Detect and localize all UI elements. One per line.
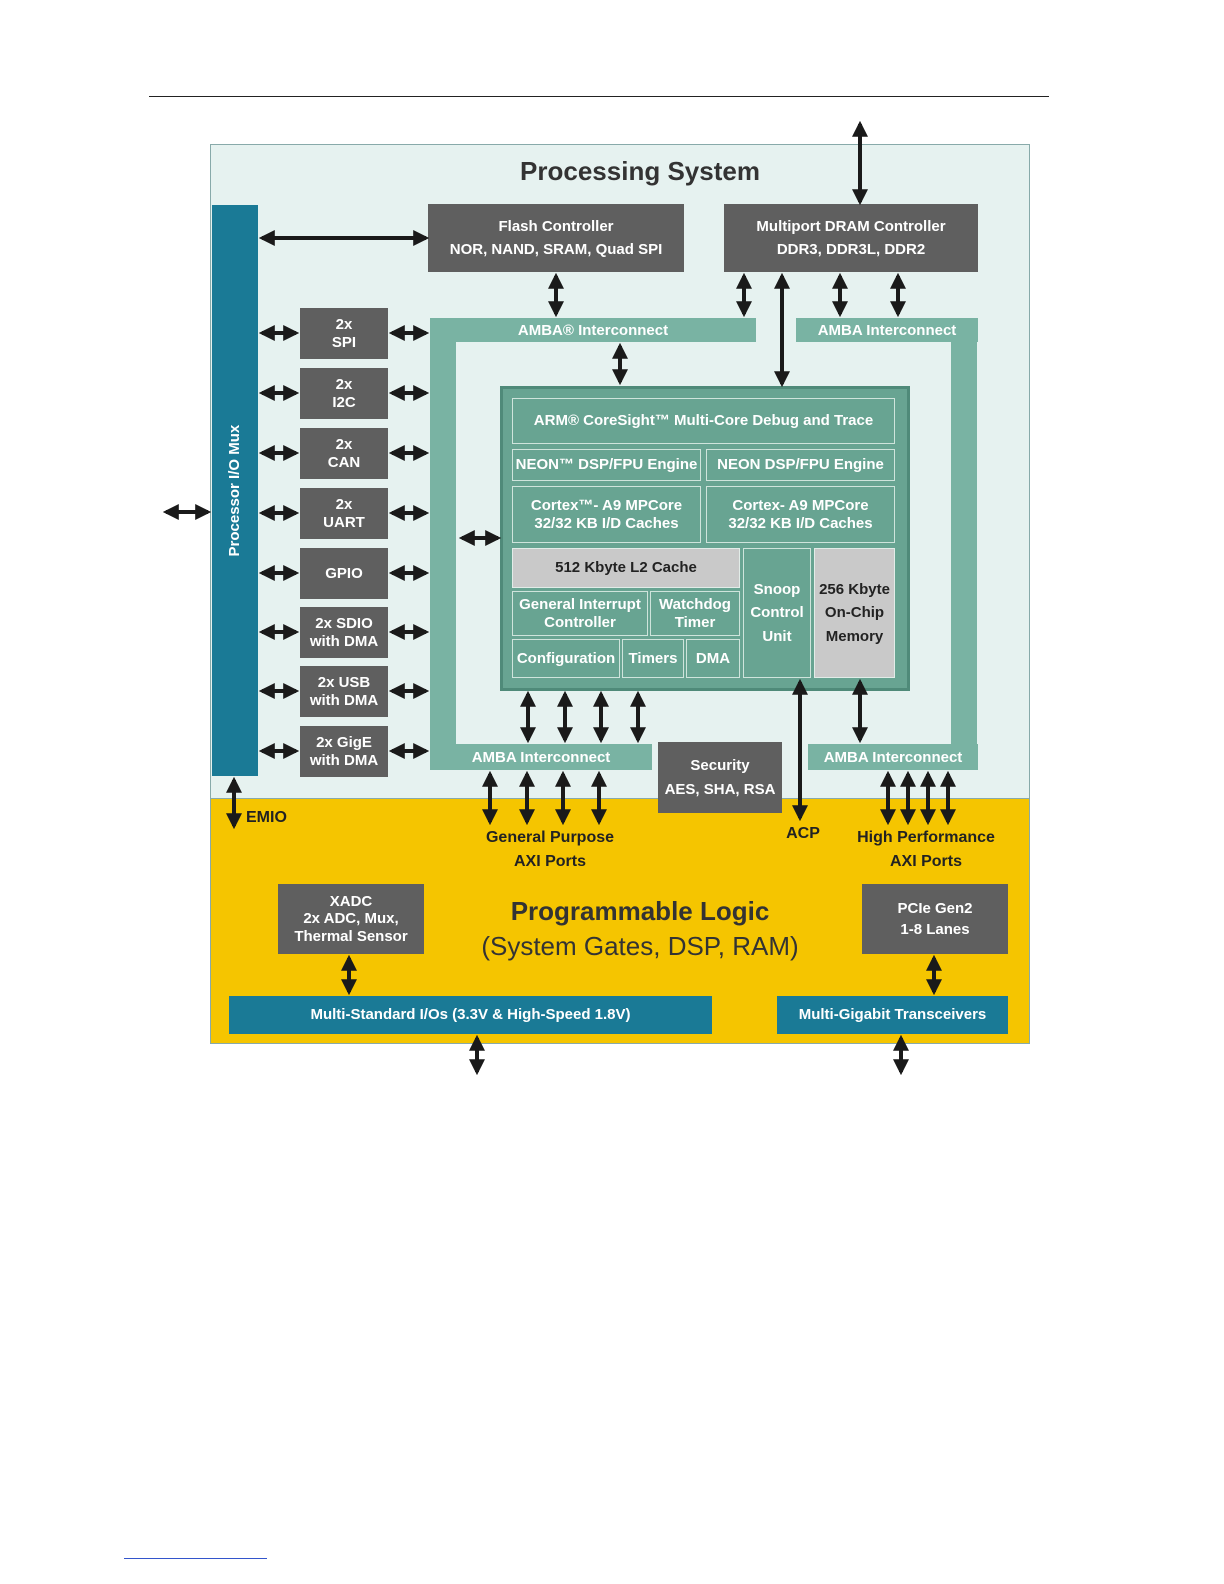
peripheral-name: 2x SDIO [315, 615, 373, 633]
amba-interconnect-top-right: AMBA Interconnect [796, 318, 978, 342]
flash-controller-types: NOR, NAND, SRAM, Quad SPI [449, 241, 663, 258]
peripheral-name: I2C [332, 393, 356, 411]
security-block: Security AES, SHA, RSA [658, 742, 782, 813]
security-algorithms: AES, SHA, RSA [664, 780, 776, 798]
peripheral-name: 2x USB [317, 674, 371, 692]
amba-interconnect-bottom-right: AMBA Interconnect [808, 744, 978, 770]
cortex-a9-left: Cortex™- A9 MPCore 32/32 KB I/D Caches [512, 486, 701, 543]
snoop-control-unit: Snoop Control Unit [743, 548, 811, 678]
pcie-line: PCIe Gen2 [897, 899, 973, 917]
high-performance-axi-label: High Performance AXI Ports [848, 826, 1004, 874]
scu-line: Snoop [753, 581, 801, 599]
general-interrupt-controller: General Interrupt Controller [512, 591, 648, 636]
cortex-core-name: Cortex™- A9 MPCore [530, 497, 683, 515]
configuration: Configuration [512, 639, 620, 678]
cortex-core-caches: 32/32 KB I/D Caches [728, 514, 873, 532]
ocm-line: Memory [825, 627, 884, 645]
xadc-line: XADC [329, 893, 373, 911]
cortex-a9-right: Cortex- A9 MPCore 32/32 KB I/D Caches [706, 486, 895, 543]
peripheral-usb: 2x USB with DMA [300, 666, 388, 717]
peripheral-gige: 2x GigE with DMA [300, 726, 388, 777]
peripheral-count: 2x [335, 316, 353, 334]
watchdog-line: Watchdog [659, 596, 731, 614]
peripheral-name: UART [323, 513, 365, 531]
peripheral-spi: 2x SPI [300, 308, 388, 359]
gic-line: General Interrupt [519, 596, 641, 614]
hp-axi-line: AXI Ports [889, 853, 962, 870]
pcie-line: 1-8 Lanes [900, 921, 970, 938]
peripheral-count: 2x [335, 436, 353, 454]
footnote-rule [124, 1558, 267, 1559]
pl-subtitle-line: (System Gates, DSP, RAM) [481, 931, 799, 961]
watchdog-timer: Watchdog Timer [650, 591, 740, 636]
scu-line: Control [750, 604, 804, 622]
processor-io-mux: Processor I/O Mux [212, 205, 258, 776]
peripheral-sdio: 2x SDIO with DMA [300, 607, 388, 658]
hp-axi-line: High Performance [857, 829, 995, 846]
dma: DMA [686, 639, 740, 678]
peripheral-gpio: GPIO [300, 548, 388, 599]
amba-interconnect-top-left: AMBA® Interconnect [430, 318, 756, 342]
flash-controller-title: Flash Controller [498, 217, 614, 235]
peripheral-detail: with DMA [309, 632, 379, 650]
flash-controller: Flash Controller NOR, NAND, SRAM, Quad S… [428, 204, 684, 272]
header-rule [149, 96, 1049, 97]
gp-axi-line: General Purpose [485, 829, 615, 846]
peripheral-count: 2x [335, 376, 353, 394]
cortex-core-name: Cortex- A9 MPCore [732, 497, 869, 515]
watchdog-line: Timer [674, 613, 716, 631]
programmable-logic-title: Programmable Logic (System Gates, DSP, R… [455, 896, 825, 962]
peripheral-name: SPI [331, 333, 357, 351]
xadc-block: XADC 2x ADC, Mux, Thermal Sensor [278, 884, 424, 954]
peripheral-name: 2x GigE [316, 734, 372, 752]
multi-gigabit-transceivers: Multi-Gigabit Transceivers [777, 996, 1008, 1034]
peripheral-detail: with DMA [309, 691, 379, 709]
l2-cache: 512 Kbyte L2 Cache [512, 548, 740, 588]
amba-frame [430, 318, 977, 770]
acp-label: ACP [786, 825, 820, 842]
general-purpose-axi-label: General Purpose AXI Ports [470, 826, 630, 874]
peripheral-count: 2x [335, 496, 353, 514]
peripheral-uart: 2x UART [300, 488, 388, 539]
xadc-line: 2x ADC, Mux, [303, 910, 399, 928]
neon-engine-right: NEON DSP/FPU Engine [706, 449, 895, 481]
dram-controller-types: DDR3, DDR3L, DDR2 [776, 241, 926, 258]
on-chip-memory: 256 Kbyte On-Chip Memory [814, 548, 895, 678]
multi-standard-io: Multi-Standard I/Os (3.3V & High-Speed 1… [229, 996, 712, 1034]
security-title: Security [690, 757, 750, 775]
gp-axi-line: AXI Ports [513, 853, 586, 870]
ocm-line: On-Chip [824, 604, 885, 622]
cortex-core-caches: 32/32 KB I/D Caches [534, 514, 679, 532]
peripheral-name: GPIO [325, 564, 363, 582]
xadc-line: Thermal Sensor [294, 927, 408, 945]
timers: Timers [622, 639, 684, 678]
pcie-block: PCIe Gen2 1-8 Lanes [862, 884, 1008, 954]
peripheral-i2c: 2x I2C [300, 368, 388, 419]
coresight-debug: ARM® CoreSight™ Multi-Core Debug and Tra… [512, 398, 895, 444]
dram-controller-title: Multiport DRAM Controller [756, 217, 946, 235]
dram-controller: Multiport DRAM Controller DDR3, DDR3L, D… [724, 204, 978, 272]
processing-system-title: Processing System [520, 156, 760, 186]
amba-interconnect-bottom-left: AMBA Interconnect [430, 744, 652, 770]
pl-title-line: Programmable Logic [510, 896, 770, 926]
peripheral-detail: with DMA [309, 751, 379, 769]
scu-line: Unit [762, 627, 792, 645]
emio-label: EMIO [246, 809, 287, 826]
ocm-line: 256 Kbyte [819, 581, 890, 599]
neon-engine-left: NEON™ DSP/FPU Engine [512, 449, 701, 481]
gic-line: Controller [544, 613, 616, 631]
peripheral-can: 2x CAN [300, 428, 388, 479]
peripheral-name: CAN [327, 453, 361, 471]
